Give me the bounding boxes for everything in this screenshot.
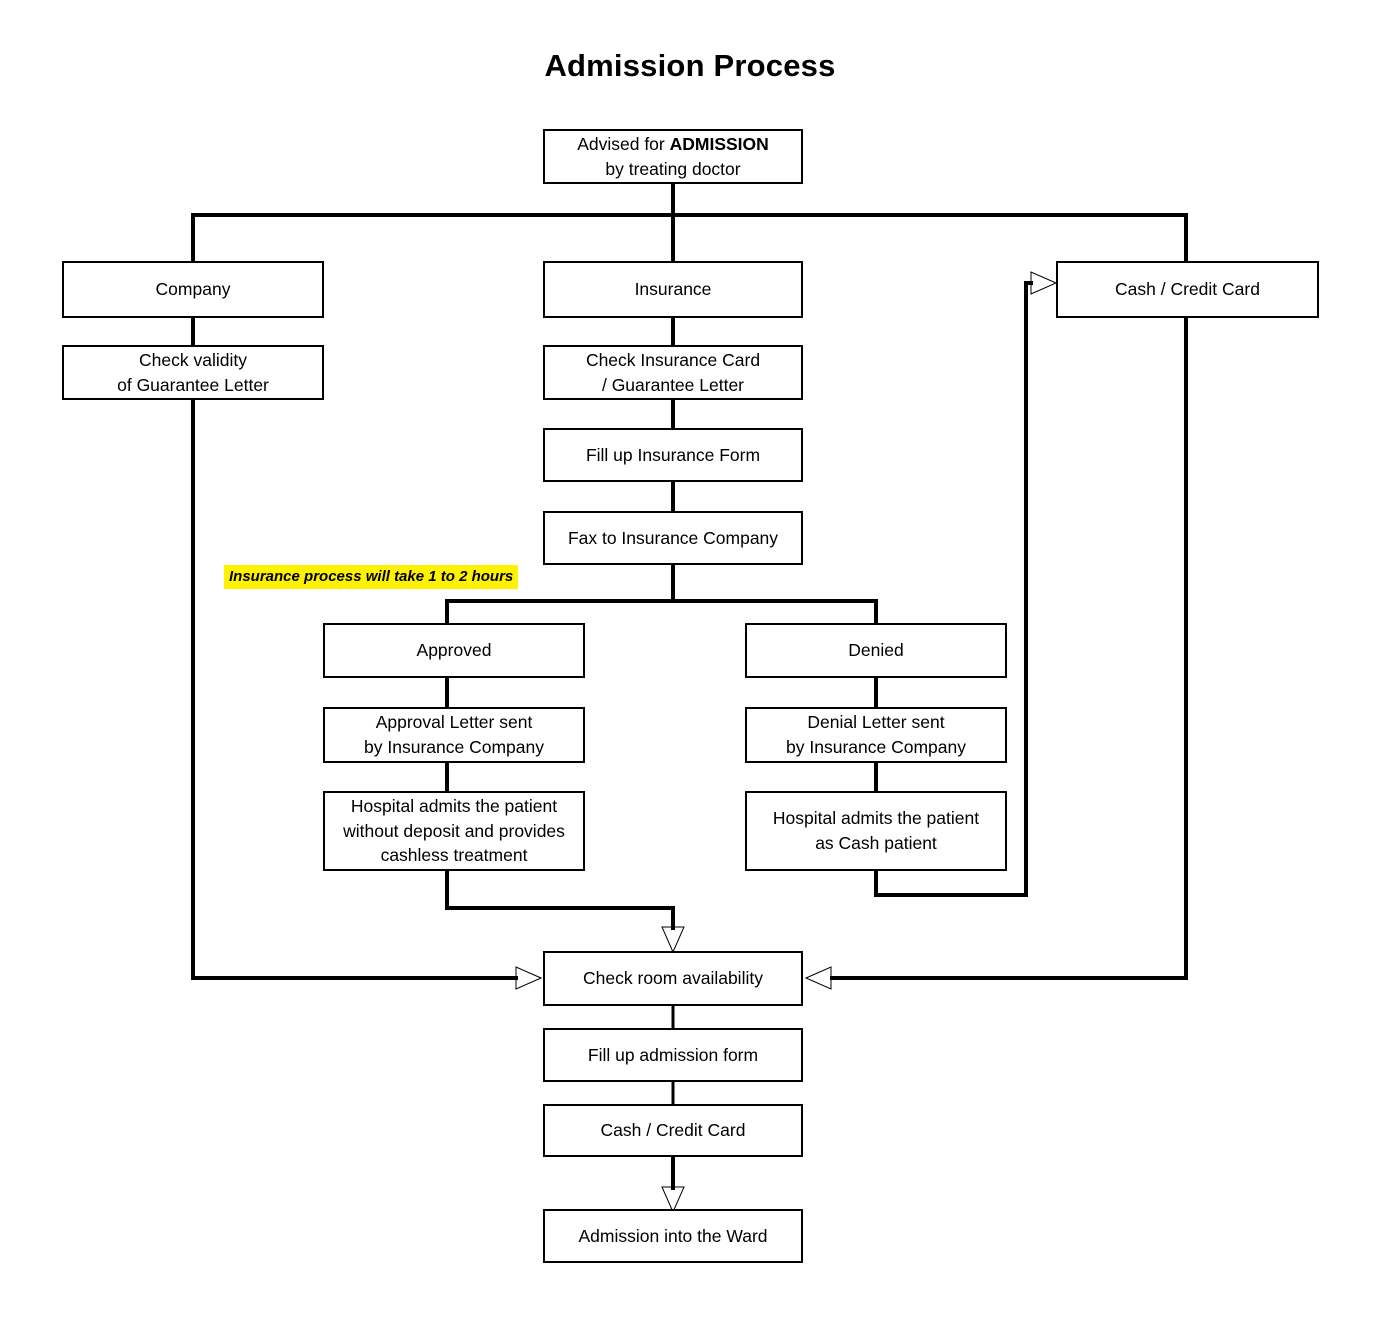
node-fax-to-insurance-company[interactable]: Fax to Insurance Company bbox=[543, 511, 803, 565]
node-cash-credit-bottom-label: Cash / Credit Card bbox=[600, 1120, 746, 1141]
node-check-insurance-card-line1: Check Insurance Card bbox=[585, 349, 761, 370]
node-fax-label: Fax to Insurance Company bbox=[567, 527, 779, 548]
arrowhead-denied-to-cash bbox=[1030, 271, 1058, 295]
node-check-room-availability[interactable]: Check room availability bbox=[543, 951, 803, 1006]
node-check-insurance-card-line2: / Guarantee Letter bbox=[601, 374, 745, 395]
arrowhead-cash-bottom-to-ward bbox=[661, 1186, 685, 1214]
node-insurance[interactable]: Insurance bbox=[543, 261, 803, 318]
node-approved-admit-line3: cashless treatment bbox=[380, 845, 528, 866]
node-check-validity[interactable]: Check validity of Guarantee Letter bbox=[62, 345, 324, 400]
node-advised-emphasis: ADMISSION bbox=[669, 133, 769, 154]
edge-company-to-check-room bbox=[191, 400, 518, 980]
edge-cash-to-check-room bbox=[830, 318, 1188, 980]
edge-approved-admit-to-check-room bbox=[445, 871, 675, 930]
node-advised-for-admission[interactable]: Advised for ADMISSION by treating doctor bbox=[543, 129, 803, 184]
page-title: Admission Process bbox=[544, 48, 836, 83]
node-advised-line1: Advised for ADMISSION bbox=[577, 133, 769, 154]
node-approved-label: Approved bbox=[416, 640, 492, 661]
node-advised-line2: by treating doctor bbox=[605, 158, 741, 179]
node-company-label: Company bbox=[155, 279, 231, 300]
node-denied[interactable]: Denied bbox=[745, 623, 1007, 678]
node-check-room-label: Check room availability bbox=[583, 968, 763, 989]
node-cash-credit-top-label: Cash / Credit Card bbox=[1115, 279, 1260, 300]
node-fill-insurance-form-label: Fill up Insurance Form bbox=[585, 444, 761, 465]
node-approved-admit[interactable]: Hospital admits the patient without depo… bbox=[323, 791, 585, 871]
node-admission-into-ward[interactable]: Admission into the Ward bbox=[543, 1209, 803, 1263]
arrowhead-cash-to-check-room bbox=[804, 966, 832, 990]
node-fill-insurance-form[interactable]: Fill up Insurance Form bbox=[543, 428, 803, 482]
node-denial-letter-line1: Denial Letter sent bbox=[807, 712, 945, 733]
node-denial-letter-line2: by Insurance Company bbox=[786, 737, 966, 757]
node-denied-admit-line1: Hospital admits the patient bbox=[772, 808, 980, 829]
node-approved-admit-line1: Hospital admits the patient bbox=[350, 795, 558, 816]
insurance-duration-note: Insurance process will take 1 to 2 hours bbox=[224, 565, 519, 589]
node-denied-admit[interactable]: Hospital admits the patient as Cash pati… bbox=[745, 791, 1007, 871]
node-approved[interactable]: Approved bbox=[323, 623, 585, 678]
node-approval-letter-line1: Approval Letter sent bbox=[375, 712, 533, 733]
edge-denied-admit-to-cash bbox=[874, 281, 1033, 897]
node-admission-form-label: Fill up admission form bbox=[587, 1044, 759, 1065]
node-cash-credit-card-top[interactable]: Cash / Credit Card bbox=[1056, 261, 1319, 318]
node-approved-admit-line2: without deposit and provides bbox=[343, 820, 565, 841]
node-insurance-label: Insurance bbox=[634, 279, 712, 300]
node-check-insurance-card[interactable]: Check Insurance Card / Guarantee Letter bbox=[543, 345, 803, 400]
node-check-validity-line2: of Guarantee Letter bbox=[117, 374, 269, 395]
node-denied-label: Denied bbox=[848, 640, 904, 661]
node-approval-letter[interactable]: Approval Letter sent by Insurance Compan… bbox=[323, 707, 585, 763]
node-approval-letter-line2: by Insurance Company bbox=[364, 737, 544, 757]
node-check-validity-line1: Check validity bbox=[139, 349, 247, 370]
node-fill-admission-form[interactable]: Fill up admission form bbox=[543, 1028, 803, 1082]
node-ward-label: Admission into the Ward bbox=[578, 1225, 768, 1246]
node-denied-admit-line2: as Cash patient bbox=[815, 833, 937, 853]
node-company[interactable]: Company bbox=[62, 261, 324, 318]
arrowhead-approved-to-check-room bbox=[661, 926, 685, 954]
node-cash-credit-card-bottom[interactable]: Cash / Credit Card bbox=[543, 1104, 803, 1157]
arrowhead-company-to-check-room bbox=[515, 966, 543, 990]
node-denial-letter[interactable]: Denial Letter sent by Insurance Company bbox=[745, 707, 1007, 763]
